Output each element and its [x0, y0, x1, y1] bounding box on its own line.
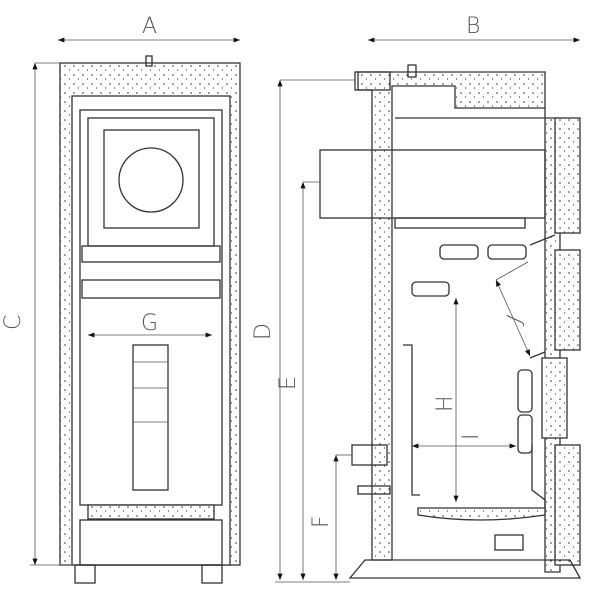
baffle-stack: [132, 344, 169, 491]
dimension-d-label: D: [251, 323, 276, 340]
grate: [87, 504, 215, 520]
side-insulation: [357, 71, 561, 573]
ash-bed: [417, 507, 546, 521]
dimension-b-label: B: [466, 14, 480, 39]
dimension-j-arrow: [495, 279, 531, 357]
dimension-i-label: I: [459, 434, 484, 441]
dimension-f-label: F: [309, 515, 334, 528]
dimension-j-label: J: [503, 311, 528, 327]
base: [348, 559, 582, 579]
dimension-g-label: G: [141, 311, 158, 336]
dimension-e-label: E: [276, 376, 301, 390]
inspection-panel: [103, 129, 200, 229]
flue-opening: [118, 147, 184, 213]
dimension-a-label: A: [142, 14, 157, 39]
front-view: [59, 55, 241, 584]
dimension-c-label: C: [1, 315, 26, 330]
foot-right: [201, 564, 223, 584]
flue-pipe: [319, 149, 546, 219]
foot-left: [74, 564, 96, 584]
side-view: [319, 64, 582, 579]
dimensions: A C G B D E F H I J: [1, 14, 580, 583]
dimension-h-label: H: [433, 395, 458, 412]
